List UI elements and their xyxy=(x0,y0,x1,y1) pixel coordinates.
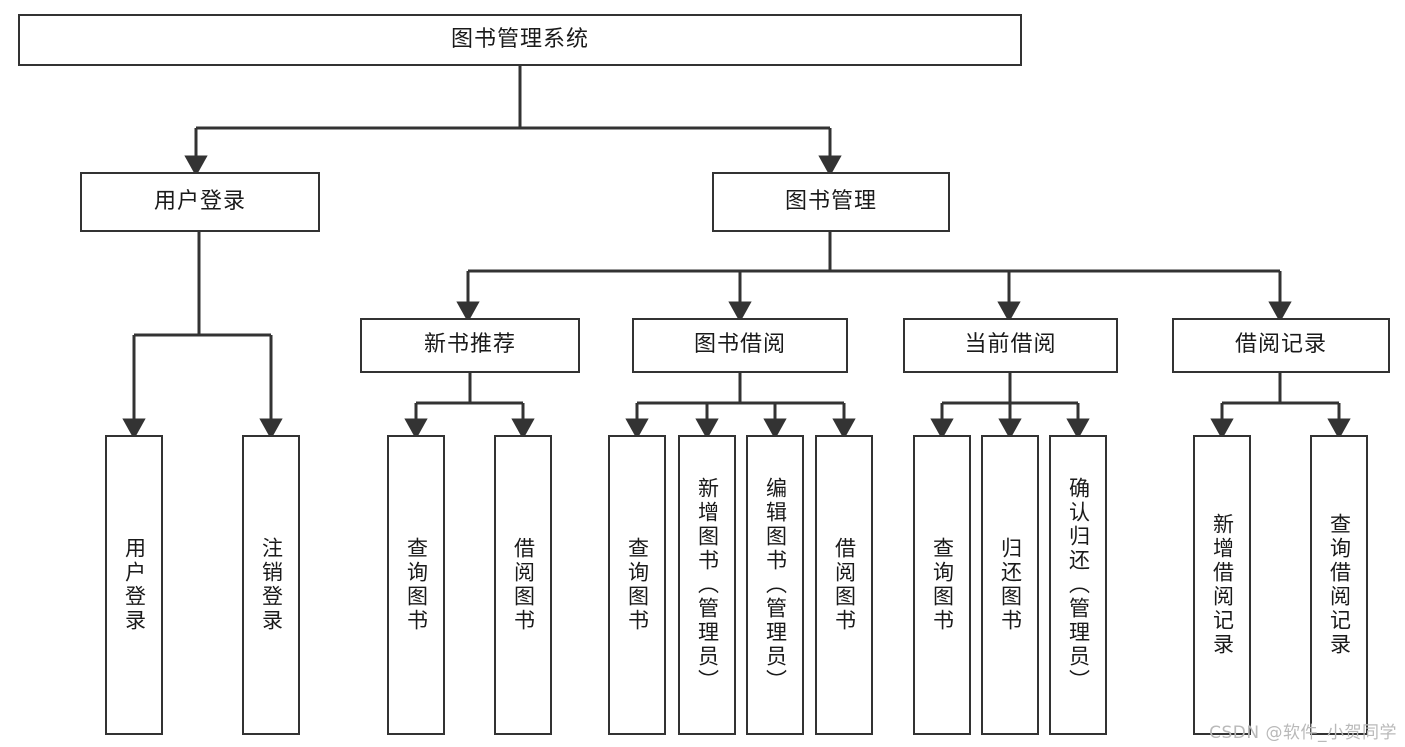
node-book-borrow[interactable]: 图书借阅 xyxy=(632,318,848,373)
node-user-login[interactable]: 用户登录 xyxy=(80,172,320,232)
leaf-current-borrow-return[interactable]: 归还图书 xyxy=(981,435,1039,735)
leaf-new-book-query[interactable]: 查询图书 xyxy=(387,435,445,735)
leaf-label: 注销登录 xyxy=(259,537,284,633)
node-new-book-recommend[interactable]: 新书推荐 xyxy=(360,318,580,373)
leaf-current-borrow-query[interactable]: 查询图书 xyxy=(913,435,971,735)
leaf-label: 确认归还（管理员） xyxy=(1066,477,1091,693)
leaf-label: 查询图书 xyxy=(404,537,429,633)
leaf-label: 新增借阅记录 xyxy=(1210,513,1235,657)
leaf-new-book-borrow[interactable]: 借阅图书 xyxy=(494,435,552,735)
leaf-user-login-login[interactable]: 用户登录 xyxy=(105,435,163,735)
watermark-text: CSDN @软件_小贺同学 xyxy=(1209,723,1397,743)
leaf-book-borrow-edit[interactable]: 编辑图书（管理员） xyxy=(746,435,804,735)
leaf-borrow-record-add[interactable]: 新增借阅记录 xyxy=(1193,435,1251,735)
leaf-label: 借阅图书 xyxy=(511,537,536,633)
leaf-book-borrow-add[interactable]: 新增图书（管理员） xyxy=(678,435,736,735)
leaf-label: 借阅图书 xyxy=(832,537,857,633)
leaf-label: 用户登录 xyxy=(122,537,147,633)
node-borrow-record[interactable]: 借阅记录 xyxy=(1172,318,1390,373)
leaf-user-login-logout[interactable]: 注销登录 xyxy=(242,435,300,735)
leaf-book-borrow-query[interactable]: 查询图书 xyxy=(608,435,666,735)
leaf-label: 新增图书（管理员） xyxy=(695,477,720,693)
leaf-book-borrow-borrow[interactable]: 借阅图书 xyxy=(815,435,873,735)
leaf-label: 编辑图书（管理员） xyxy=(763,477,788,693)
node-current-borrow[interactable]: 当前借阅 xyxy=(903,318,1118,373)
leaf-current-borrow-confirm[interactable]: 确认归还（管理员） xyxy=(1049,435,1107,735)
leaf-label: 查询借阅记录 xyxy=(1327,513,1352,657)
leaf-borrow-record-query[interactable]: 查询借阅记录 xyxy=(1310,435,1368,735)
node-book-management[interactable]: 图书管理 xyxy=(712,172,950,232)
node-root[interactable]: 图书管理系统 xyxy=(18,14,1022,66)
leaf-label: 归还图书 xyxy=(998,537,1023,633)
leaf-label: 查询图书 xyxy=(930,537,955,633)
leaf-label: 查询图书 xyxy=(625,537,650,633)
